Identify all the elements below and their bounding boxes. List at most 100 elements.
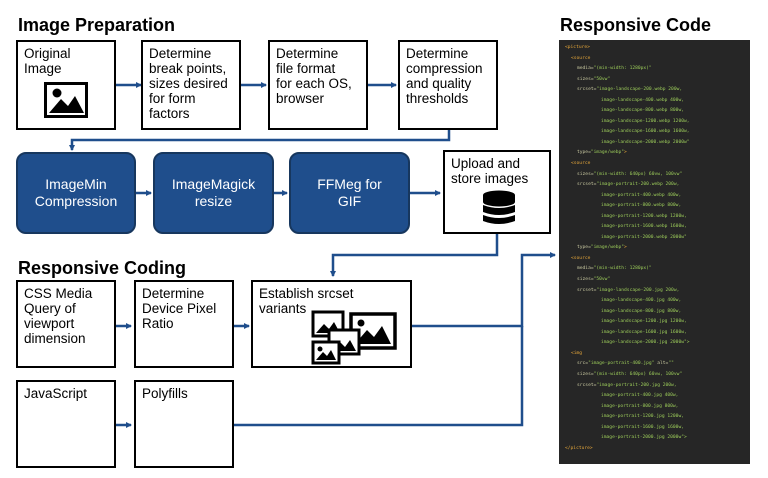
code-token: image-portrait-1200.jpg 1200w, bbox=[601, 414, 684, 420]
code-line: image-landscape-800.webp 800w, bbox=[565, 106, 750, 117]
code-token: image-portrait-2000.jpg 2000w"> bbox=[601, 435, 687, 441]
code-token: type= bbox=[577, 245, 591, 251]
code-token: sizes= bbox=[577, 277, 594, 283]
code-token: sizes= bbox=[577, 371, 594, 377]
code-line: image-portrait-400.jpg 400w, bbox=[565, 391, 750, 402]
imagemin-box: ImageMin Compression bbox=[16, 152, 136, 234]
code-token: media= bbox=[577, 66, 594, 72]
css-media-query-box: CSS Media Query of viewport dimension bbox=[16, 280, 116, 368]
code-token: <img bbox=[571, 350, 583, 356]
code-token: src= bbox=[577, 361, 589, 367]
photos-icon bbox=[311, 310, 397, 365]
code-token: image-portrait-400.webp 400w, bbox=[601, 192, 682, 198]
code-token: <source bbox=[571, 55, 591, 61]
pixel-ratio-label: Determine Device Pixel Ratio bbox=[142, 286, 217, 331]
heading-responsive-coding: Responsive Coding bbox=[18, 258, 187, 278]
ffmeg-box: FFMeg for GIF bbox=[289, 152, 410, 234]
pixel-ratio-box: Determine Device Pixel Ratio bbox=[134, 280, 234, 368]
code-token: image-landscape-400.webp 400w, bbox=[601, 97, 684, 103]
upload-store-label: Upload and store images bbox=[451, 156, 529, 186]
code-token: image-landscape-1200.jpg 1200w, bbox=[601, 319, 687, 325]
code-line: sizes="(min-width: 640px) 60vw, 100vw" bbox=[565, 370, 750, 381]
file-format-box: Determine file format for each OS, brows… bbox=[268, 40, 368, 130]
code-line: image-portrait-1200.jpg 1200w, bbox=[565, 412, 750, 423]
code-line: image-landscape-1600.jpg 1600w, bbox=[565, 328, 750, 339]
code-line: image-portrait-1600.webp 1600w, bbox=[565, 222, 750, 233]
code-line: image-portrait-2000.jpg 2000w"> bbox=[565, 433, 750, 444]
code-token: </picture> bbox=[565, 445, 593, 451]
code-token: "image/webp" bbox=[590, 150, 625, 156]
compression-box: Determine compression and quality thresh… bbox=[398, 40, 498, 130]
code-line: </picture> bbox=[565, 444, 750, 455]
code-token: image-landscape-2000.webp 2000w" bbox=[601, 139, 690, 145]
code-line: image-landscape-400.webp 400w, bbox=[565, 96, 750, 107]
code-line: image-portrait-400.webp 400w, bbox=[565, 191, 750, 202]
code-token: srcset= bbox=[577, 182, 597, 188]
code-token: "(min-width: 1280px)" bbox=[593, 266, 652, 272]
polyfills-label: Polyfills bbox=[142, 386, 188, 401]
imagemagick-box: ImageMagick resize bbox=[153, 152, 274, 234]
break-points-box: Determine break points, sizes desired fo… bbox=[141, 40, 241, 130]
code-line: srcset="image-landscape-200.jpg 200w, bbox=[565, 286, 750, 297]
code-token: image-landscape-1600.webp 1600w, bbox=[601, 129, 690, 135]
css-media-query-label: CSS Media Query of viewport dimension bbox=[24, 286, 93, 346]
code-token: > bbox=[624, 245, 627, 251]
code-token: image-portrait-1200.webp 1200w, bbox=[601, 213, 687, 219]
code-token: alt= bbox=[654, 361, 669, 367]
code-token: image-landscape-800.jpg 800w, bbox=[601, 308, 682, 314]
code-token: image-landscape-800.webp 800w, bbox=[601, 108, 684, 114]
javascript-box: JavaScript bbox=[16, 380, 116, 468]
code-token: srcset= bbox=[577, 382, 597, 388]
imagemagick-label: ImageMagick resize bbox=[171, 176, 256, 209]
database-icon bbox=[483, 190, 515, 224]
file-format-label: Determine file format for each OS, brows… bbox=[276, 46, 352, 106]
code-line: image-landscape-2000.jpg 2000w"> bbox=[565, 338, 750, 349]
code-token: "50vw" bbox=[593, 277, 611, 283]
code-token: srcset= bbox=[577, 287, 597, 293]
code-token: "(min-width: 640px) 60vw, 100vw" bbox=[593, 371, 683, 377]
code-line: image-portrait-1200.webp 1200w, bbox=[565, 212, 750, 223]
code-token: "50vw" bbox=[593, 76, 611, 82]
code-line: image-landscape-1600.webp 1600w, bbox=[565, 127, 750, 138]
code-line: srcset="image-portrait-200.webp 200w, bbox=[565, 180, 750, 191]
code-line: type="image/webp"> bbox=[565, 148, 750, 159]
code-line: media="(min-width: 1280px)" bbox=[565, 64, 750, 75]
upload-store-box: Upload and store images bbox=[443, 150, 551, 234]
original-image-label: Original Image bbox=[24, 46, 71, 76]
code-line: sizes="50vw" bbox=[565, 275, 750, 286]
code-line: media="(min-width: 1280px)" bbox=[565, 264, 750, 275]
code-token: image-landscape-2000.jpg 2000w"> bbox=[601, 340, 690, 346]
code-line: image-landscape-2000.webp 2000w" bbox=[565, 138, 750, 149]
code-token: "image-landscape-200.jpg 200w, bbox=[596, 287, 680, 293]
code-token: > bbox=[624, 150, 627, 156]
code-token: image-portrait-800.webp 800w, bbox=[601, 203, 682, 209]
code-token: image-portrait-800.jpg 800w, bbox=[601, 403, 679, 409]
arrow-srcset-to-code bbox=[412, 252, 556, 328]
code-token: "(min-width: 1280px)" bbox=[593, 66, 652, 72]
code-line: srcset="image-portrait-200.jpg 200w, bbox=[565, 381, 750, 392]
code-line: <source bbox=[565, 254, 750, 265]
code-token: "image-portrait-400.jpg" bbox=[588, 361, 655, 367]
code-line: <picture> bbox=[565, 43, 750, 54]
original-image-box: Original Image bbox=[16, 40, 116, 130]
code-line: image-portrait-1600.jpg 1600w, bbox=[565, 423, 750, 434]
code-line: src="image-portrait-400.jpg" alt="" bbox=[565, 359, 750, 370]
code-line: srcset="image-landscape-200.webp 200w, bbox=[565, 85, 750, 96]
heading-image-preparation: Image Preparation bbox=[18, 15, 176, 35]
javascript-label: JavaScript bbox=[24, 386, 88, 401]
code-token: <source bbox=[571, 255, 591, 261]
heading-responsive-code: Responsive Code bbox=[560, 15, 712, 35]
code-line: image-landscape-1200.webp 1200w, bbox=[565, 117, 750, 128]
arrow-upload-to-srcset bbox=[330, 233, 499, 277]
code-token: "image-portrait-200.webp 200w, bbox=[596, 182, 680, 188]
srcset-label: Establish srcset variants bbox=[259, 286, 354, 316]
code-token: sizes= bbox=[577, 171, 594, 177]
code-token: "image-portrait-200.jpg 200w, bbox=[596, 382, 677, 388]
code-line: <img bbox=[565, 349, 750, 360]
code-line: image-portrait-800.webp 800w, bbox=[565, 201, 750, 212]
code-line: image-landscape-400.jpg 400w, bbox=[565, 296, 750, 307]
ffmeg-label: FFMeg for GIF bbox=[317, 176, 382, 209]
code-line: sizes="(min-width: 640px) 60vw, 100vw" bbox=[565, 170, 750, 181]
code-token: image-landscape-1200.webp 1200w, bbox=[601, 118, 690, 124]
